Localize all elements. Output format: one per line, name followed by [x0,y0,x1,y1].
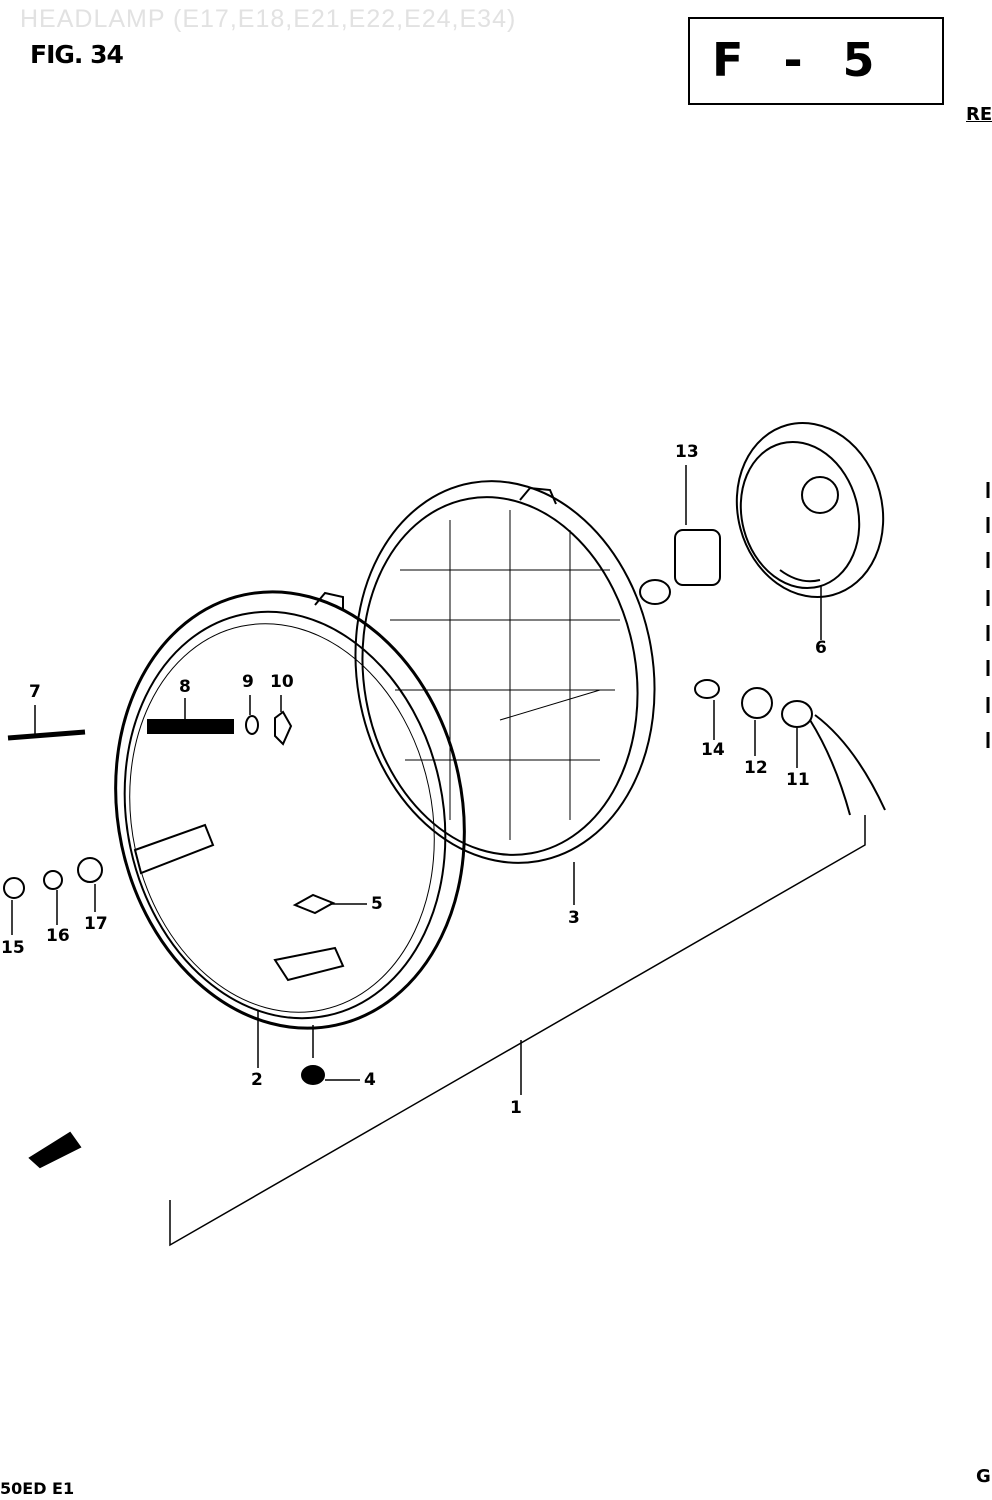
leader-lines [11,465,866,1247]
socket-drawing [735,421,885,599]
callout-7: 7 [29,682,41,702]
faint-title: HEADLAMP (E17,E18,E21,E22,E24,E34) [20,5,517,33]
edge-text-top-right: RE [966,104,992,125]
callout-12: 12 [744,758,768,778]
callout-6: 6 [815,638,827,658]
callout-1: 1 [510,1098,522,1118]
callout-14: 14 [701,740,725,760]
edge-text-bottom-left: 50ED E1 [0,1479,75,1498]
section-code: F - 5 [712,33,887,87]
edge-text-bottom-right: G [976,1466,991,1487]
callout-4: 4 [364,1070,376,1090]
callout-17: 17 [84,914,108,934]
figure-label: FIG. 34 [30,40,124,69]
callout-15: 15 [1,938,25,958]
headlamp-rim-drawing [114,590,466,1030]
callout-10: 10 [270,672,294,692]
callout-16: 16 [46,926,70,946]
callout-2: 2 [251,1070,263,1090]
bulb-drawing [639,529,721,605]
callout-13: 13 [675,442,699,462]
section-code-box: F - 5 [688,17,944,105]
small-parts-drawing [3,679,886,1169]
callout-8: 8 [179,677,191,697]
lens-unit-drawing [354,480,656,864]
callout-3: 3 [568,908,580,928]
callout-11: 11 [786,770,810,790]
callout-5: 5 [371,894,383,914]
callout-9: 9 [242,672,254,692]
